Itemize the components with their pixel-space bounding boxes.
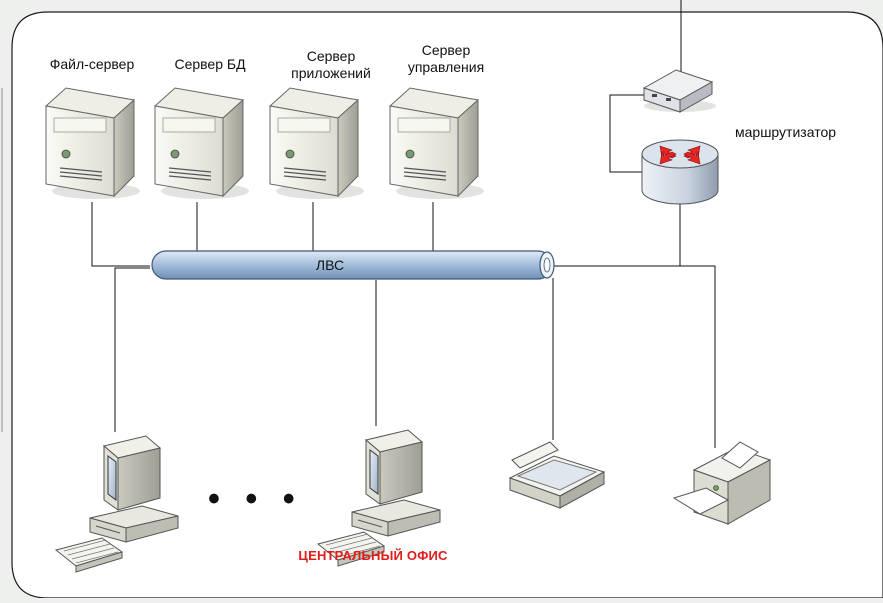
file-server-icon (45, 87, 141, 200)
scanner-icon (508, 441, 606, 509)
lan-label: ЛВС (315, 257, 345, 273)
lan-bus (151, 250, 555, 280)
router-label: маршрутизатор (735, 124, 837, 140)
server-label-db: Сервер БД (174, 56, 246, 72)
server-label-app: Сервер приложений (291, 48, 371, 81)
management-server-icon (389, 87, 485, 200)
more-workstations-ellipsis: • • • (208, 480, 303, 518)
server-label-management: Сервер управления (407, 42, 485, 75)
office-label: ЦЕНТРАЛЬНЫЙ ОФИС (298, 548, 448, 563)
db-server-icon (154, 87, 250, 200)
server-links (91, 202, 434, 267)
router-icon (641, 139, 719, 205)
printer-icon (672, 441, 772, 525)
app-server-icon (269, 87, 365, 200)
modem-icon (642, 69, 716, 113)
server-label-file: Файл-сервер (49, 56, 135, 72)
client-links (114, 265, 716, 448)
